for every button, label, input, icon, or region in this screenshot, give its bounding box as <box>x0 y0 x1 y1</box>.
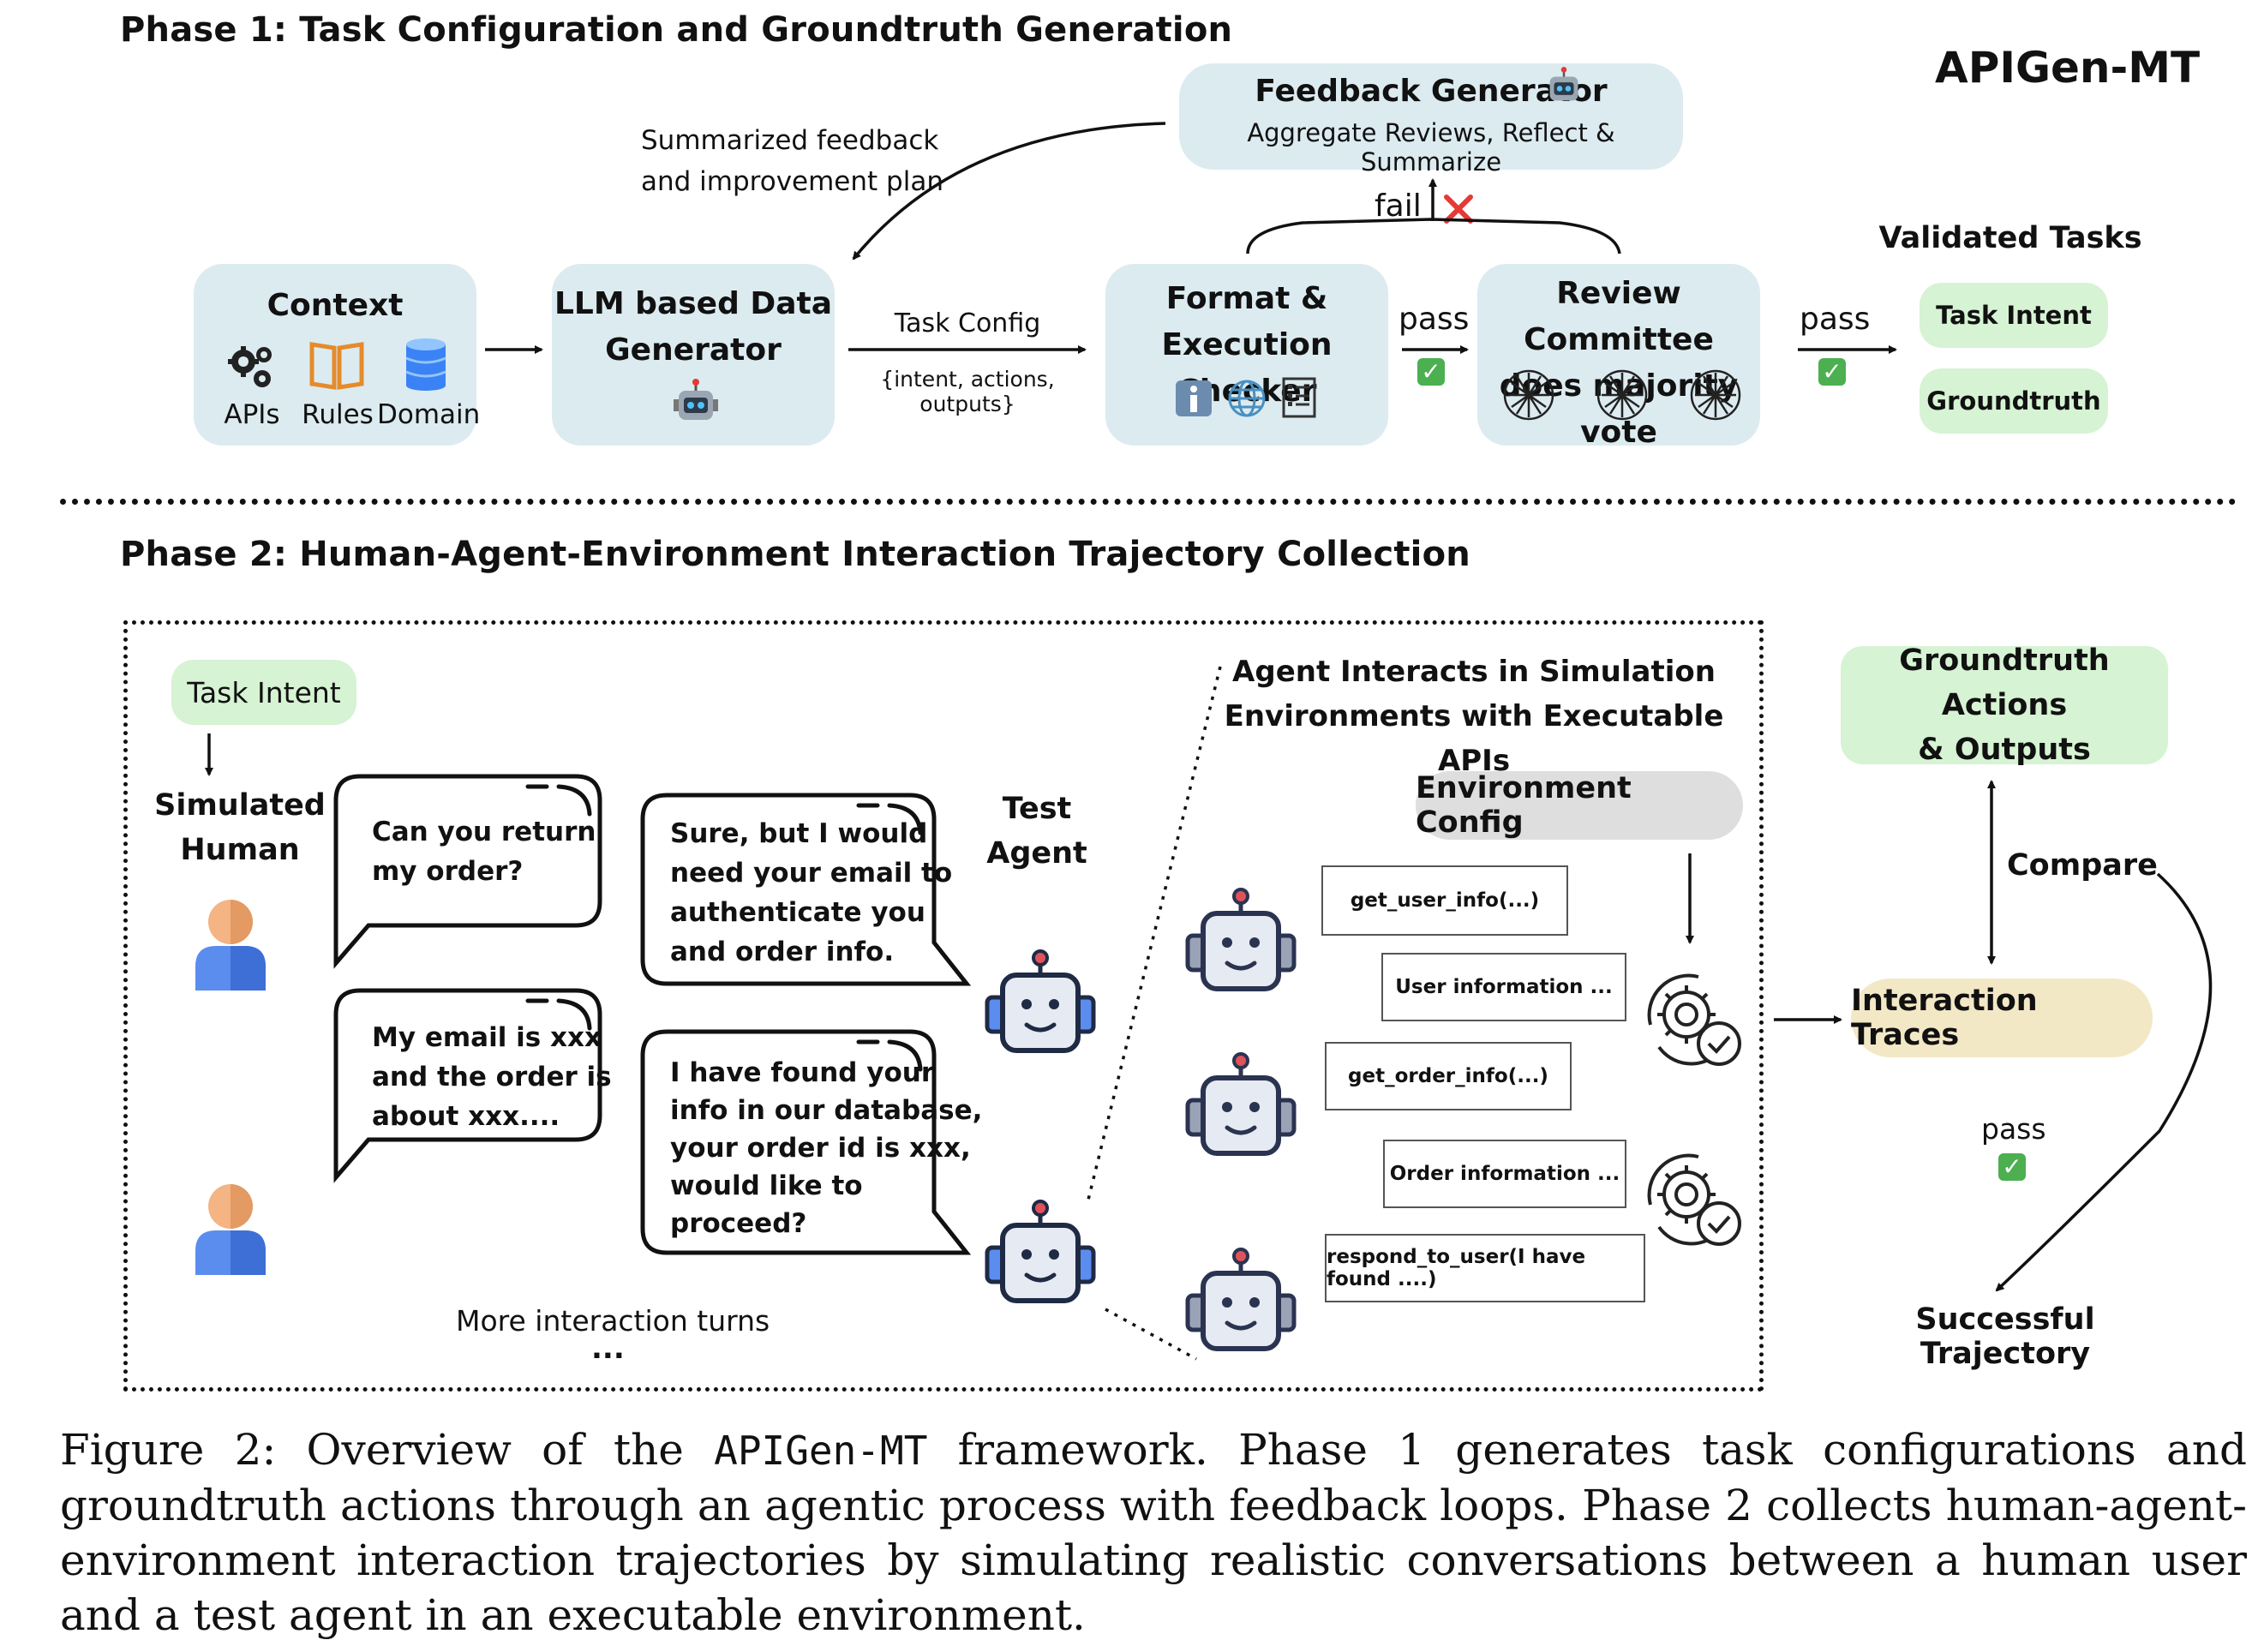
info-icon <box>1176 380 1212 416</box>
phase2-arrows <box>205 666 2213 1361</box>
test-agent-line2: Agent <box>986 836 1087 871</box>
robot-icon <box>985 949 1096 1053</box>
person-icon <box>195 900 266 991</box>
api-call-respond-to-user: respond_to_user(I have found ....) <box>1325 1234 1645 1302</box>
validated-groundtruth: Groundtruth <box>1920 368 2108 434</box>
feedback-sub: Aggregate Reviews, Reflect & Summarize <box>1247 118 1615 177</box>
check-mark-icon: ✓ <box>1818 358 1846 386</box>
check-mark-icon: ✓ <box>1998 1153 2026 1181</box>
fail-label: fail <box>1375 189 1422 224</box>
groundtruth-line2: & Outputs <box>1918 733 2091 767</box>
env-heading-line2: Environments with Executable APIs <box>1224 699 1724 778</box>
gear-cluster-icon <box>228 346 272 387</box>
bubble-h2-line2: and the order is <box>372 1062 612 1092</box>
phase-separator <box>60 499 2237 505</box>
task-config-label: Task Config <box>894 308 1041 338</box>
more-turns: More interaction turns <box>456 1304 770 1338</box>
phase1-arrows <box>485 122 1897 354</box>
format-checker-box: Format & Execution Checker <box>1105 264 1388 446</box>
bubble-h2-line3: about xxx.... <box>372 1101 560 1132</box>
globe-icon <box>1228 380 1266 417</box>
context-title: Context <box>267 288 404 323</box>
context-box: Context APIs Rules Domain <box>194 264 481 446</box>
committee-title-line1: Review Committee <box>1524 276 1714 357</box>
groundtruth-actions-box: Groundtruth Actions & Outputs <box>1841 643 2168 767</box>
context-item-domain: Domain <box>377 399 481 430</box>
bubble-a2-line4: would like to <box>670 1170 863 1201</box>
api-call-get-user-info: get_user_info(...) <box>1321 865 1568 936</box>
neural-net-icon <box>1503 369 1741 421</box>
person-icon <box>195 1184 266 1275</box>
caption-mono: APIGen-MT <box>714 1428 928 1474</box>
brand-title: APIGen-MT <box>1935 43 2201 93</box>
bubble-h1-line1: Can you return <box>372 817 596 847</box>
env-heading-line1: Agent Interacts in Simulation <box>1232 655 1716 689</box>
llm-generator-box: LLM based Data Generator <box>552 264 835 446</box>
caption-text2: framework. Phase 1 generates task config… <box>60 1425 2247 1640</box>
robot-icon <box>1185 1052 1297 1156</box>
pass-label-committee: pass <box>1800 302 1871 337</box>
figure-caption: Figure 2: Overview of the APIGen-MT fram… <box>60 1422 2247 1643</box>
interaction-traces-box: Interaction Traces <box>1851 979 2153 1057</box>
api-result-order-info: Order information ... <box>1383 1140 1626 1208</box>
gear-check-icon <box>1647 1153 1741 1246</box>
bubble-a2-line2: info in our database, <box>670 1095 983 1126</box>
generator-title-line1: LLM based Data <box>554 286 833 321</box>
compare-label: Compare <box>2007 848 2158 883</box>
caption-prefix: Figure 2: <box>60 1425 307 1475</box>
more-turns-ellipsis: ... <box>591 1332 625 1366</box>
phase2-pass-label: pass <box>1981 1112 2046 1146</box>
generator-title-line2: Generator <box>605 332 782 368</box>
test-agent-line1: Test <box>1002 792 1072 826</box>
caption-text1: Overview of the <box>306 1425 715 1475</box>
bubble-a2-line3: your order id is xxx, <box>670 1133 971 1164</box>
summary-line1: Summarized feedback <box>641 125 939 156</box>
speech-bubbles <box>333 774 972 1255</box>
context-item-apis: APIs <box>224 399 280 430</box>
feedback-title: Feedback Generator <box>1255 74 1608 109</box>
bubble-a1-line2: need your email to <box>670 858 953 889</box>
check-mark-icon: ✓ <box>1417 358 1445 386</box>
pass-label-checker: pass <box>1399 302 1470 337</box>
bubble-a2-line1: I have found your <box>670 1057 935 1088</box>
summary-line2: and improvement plan <box>641 166 943 197</box>
phase1-title: Phase 1: Task Configuration and Groundtr… <box>120 10 1233 50</box>
phase2-task-intent: Task Intent <box>171 660 356 725</box>
checker-title-line1: Format & <box>1165 281 1328 316</box>
checklist-icon <box>1282 377 1316 418</box>
book-icon <box>309 342 364 390</box>
phase2-title: Phase 2: Human-Agent-Environment Interac… <box>120 535 1470 574</box>
interaction-frame <box>123 620 1764 1392</box>
simulated-human-line1: Simulated <box>154 788 326 823</box>
robot-icon <box>1185 1248 1297 1351</box>
api-call-get-order-info: get_order_info(...) <box>1325 1042 1572 1110</box>
bubble-h1-line2: my order? <box>372 856 524 887</box>
bubble-h2-line1: My email is xxx <box>372 1022 602 1053</box>
robot-emoji-icon <box>1549 67 1578 101</box>
bubble-a2-line5: proceed? <box>670 1208 807 1239</box>
feedback-generator-box: Feedback Generator Aggregate Reviews, Re… <box>1179 63 1683 177</box>
groundtruth-line1: Groundtruth Actions <box>1899 643 2110 722</box>
bubble-a1-line4: and order info. <box>670 937 895 967</box>
review-committee-box: Review Committee does majority vote <box>1477 264 1760 450</box>
robot-icon <box>1185 888 1297 991</box>
api-result-user-info: User information ... <box>1381 953 1626 1021</box>
bubble-a1-line3: authenticate you <box>670 897 925 928</box>
task-config-sub: {intent, actions, outputs} <box>880 367 1055 416</box>
successful-trajectory: Successful Trajectory <box>1915 1302 2095 1371</box>
env-config: Environment Config <box>1416 771 1743 840</box>
validated-title: Validated Tasks <box>1878 221 2142 255</box>
robot-emoji-icon <box>674 379 718 420</box>
simulated-human-line2: Human <box>180 833 300 867</box>
database-icon <box>405 338 446 391</box>
gear-check-icon <box>1647 973 1741 1066</box>
robot-icon <box>985 1200 1096 1303</box>
validated-task-intent: Task Intent <box>1920 283 2108 348</box>
context-item-rules: Rules <box>302 399 374 430</box>
bubble-a1-line1: Sure, but I would <box>670 818 928 849</box>
